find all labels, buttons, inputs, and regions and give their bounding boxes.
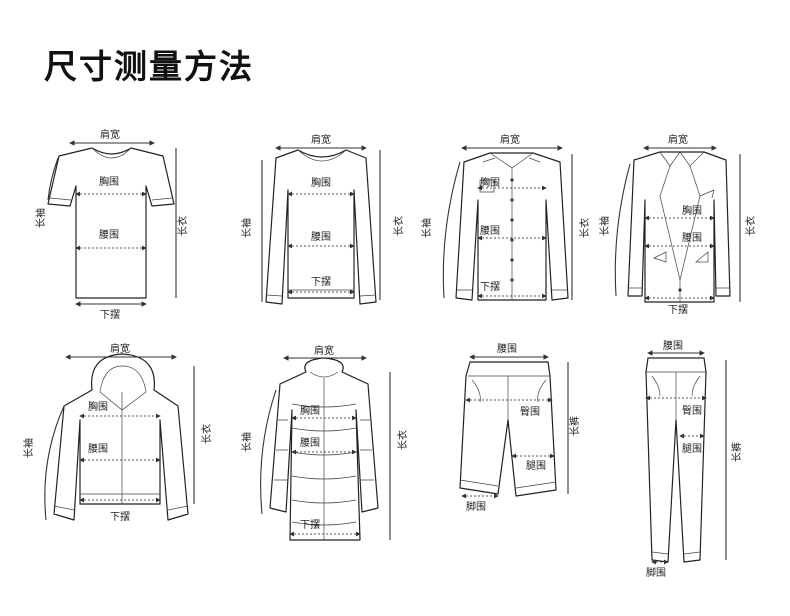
shirt-figure [455,152,569,301]
shirt-hem-label: 下摆 [480,280,500,293]
page-title: 尺寸测量方法 [44,47,254,86]
hoodie-shoulder-label: 肩宽 [110,342,130,355]
hoodie-hem-label: 下摆 [110,510,130,523]
trousers-thigh-label: 腿围 [682,443,702,455]
tshirt-waist-label: 腰围 [99,229,119,241]
shorts-measures [461,354,569,499]
sweater-hem-label: 下摆 [311,275,331,288]
shorts-waist-label: 腰围 [497,343,517,355]
blazer-hem-label: 下摆 [668,303,688,316]
tshirt-shoulder-label: 肩宽 [100,128,120,141]
trousers-hip-label: 臀围 [682,405,702,417]
downcoat-chest-label: 胸围 [300,404,320,417]
hoodie-waist-label: 腰围 [88,443,108,455]
shirt-shoulder-label: 肩宽 [500,133,520,146]
hoodie-length-label: 长衣 [200,424,213,444]
shorts-figure [459,361,557,497]
tshirt-chest-label: 胸围 [99,175,119,188]
downcoat-measures [260,355,391,540]
tshirt-figure [47,147,175,299]
shirt-chest-label: 胸围 [480,176,500,189]
shorts-thigh-label: 腿围 [526,460,546,472]
shorts-length-label: 长裤 [568,416,581,436]
shirt-measures [442,145,573,300]
blazer-chest-label: 胸围 [682,204,702,217]
sweater-measures [261,145,381,302]
shirt-length-label: 长衣 [578,218,591,238]
downcoat-hem-label: 下摆 [300,518,320,531]
sweater-chest-label: 胸围 [311,176,331,189]
sweater-shoulder-label: 肩宽 [311,133,331,146]
trousers-figure [645,357,707,563]
blazer-waist-label: 腰围 [682,232,702,244]
tshirt-measures [47,140,177,307]
shirt-waist-label: 腰围 [480,225,500,237]
tshirt-sleeve-label: 长袖 [34,208,47,228]
blazer-measures [614,145,741,302]
trousers-cuff-label: 脚围 [646,566,666,579]
shorts-hip-label: 臀围 [520,406,540,418]
sweater-waist-label: 腰围 [311,231,331,243]
hoodie-measures [44,354,195,521]
sweater-sleeve-label: 长袖 [240,218,253,238]
sweater-length-label: 长衣 [392,216,405,236]
tshirt-length-label: 长衣 [176,216,189,236]
blazer-sleeve-label: 长袖 [598,216,611,236]
downcoat-figure [269,357,379,541]
trousers-measures [645,350,727,565]
shirt-sleeve-label: 长袖 [420,218,433,238]
blazer-length-label: 长衣 [744,216,757,236]
hoodie-figure [53,353,189,521]
blazer-figure [627,151,731,303]
downcoat-waist-label: 腰围 [300,437,320,449]
trousers-length-label: 长裤 [730,442,743,462]
blazer-shoulder-label: 肩宽 [668,133,688,146]
downcoat-shoulder-label: 肩宽 [314,344,334,357]
tshirt-hem-label: 下摆 [100,308,120,321]
shorts-cuff-label: 脚围 [466,500,486,513]
downcoat-sleeve-label: 长袖 [240,432,253,452]
hoodie-sleeve-label: 长袖 [22,438,35,458]
trousers-waist-label: 腰围 [663,340,683,352]
hoodie-chest-label: 胸围 [88,400,108,413]
downcoat-length-label: 长衣 [396,430,409,450]
